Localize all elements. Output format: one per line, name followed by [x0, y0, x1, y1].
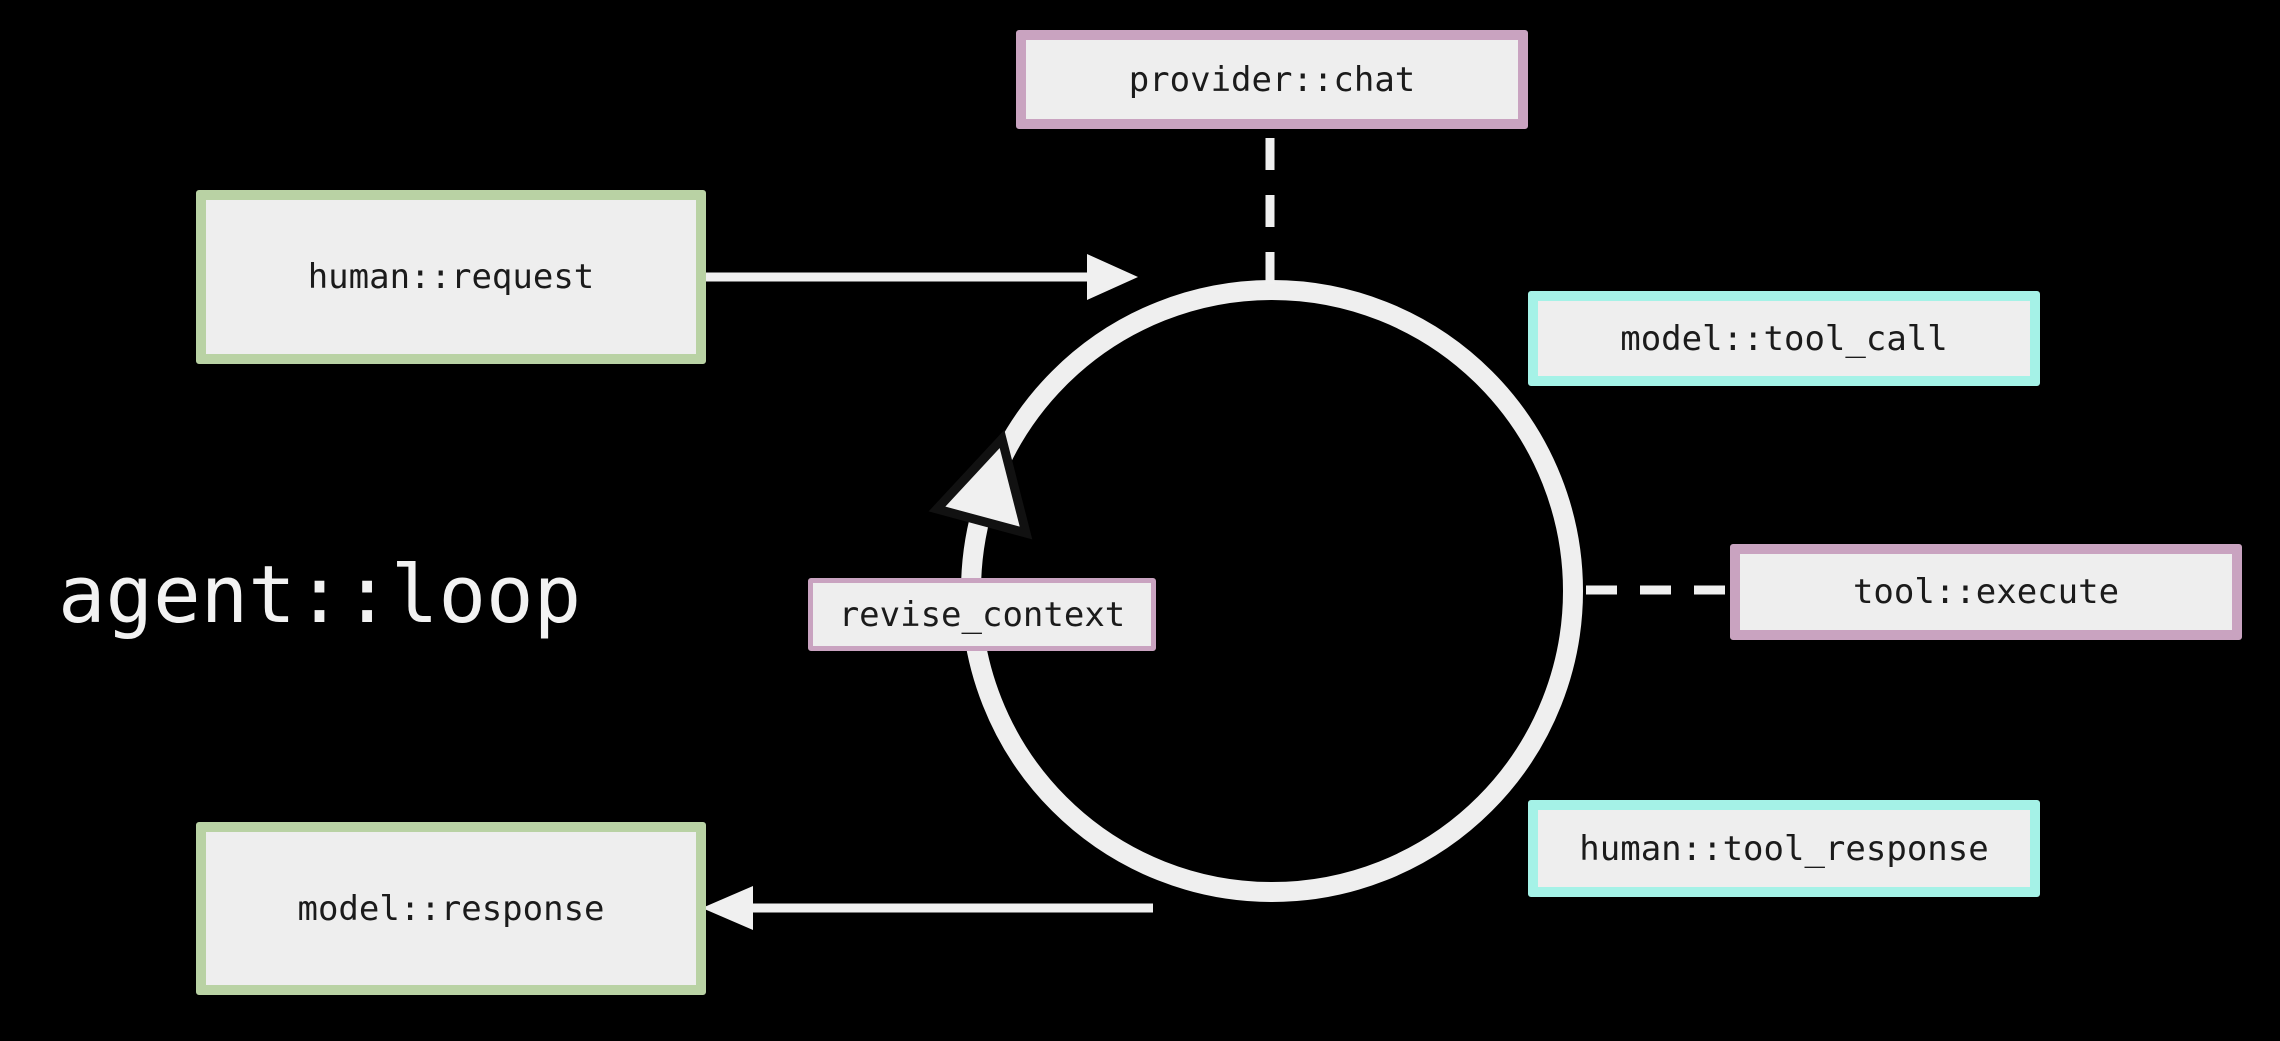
node-model-tool-call: model::tool_call: [1528, 291, 2040, 386]
node-human-tool-response-label: human::tool_response: [1579, 828, 1989, 869]
node-human-tool-response: human::tool_response: [1528, 800, 2040, 897]
node-provider-chat: provider::chat: [1016, 30, 1528, 129]
node-tool-execute: tool::execute: [1730, 544, 2242, 640]
node-model-response-label: model::response: [297, 888, 605, 929]
node-model-response: model::response: [196, 822, 706, 995]
node-human-request-label: human::request: [307, 257, 595, 297]
arrow-human-request-to-loop-head-icon: [1087, 254, 1138, 300]
node-tool-execute-label: tool::execute: [1852, 572, 2120, 612]
node-provider-chat-label: provider::chat: [1128, 59, 1416, 100]
loop-title: agent::loop: [58, 549, 582, 641]
node-model-tool-call-label: model::tool_call: [1620, 318, 1948, 359]
arrow-loop-to-model-response-head-icon: [702, 886, 753, 930]
node-human-request: human::request: [196, 190, 706, 364]
loop-direction-arrowhead-icon: [928, 429, 1033, 540]
node-revise-context: revise_context: [808, 578, 1156, 651]
node-revise-context-label: revise_context: [838, 594, 1126, 635]
